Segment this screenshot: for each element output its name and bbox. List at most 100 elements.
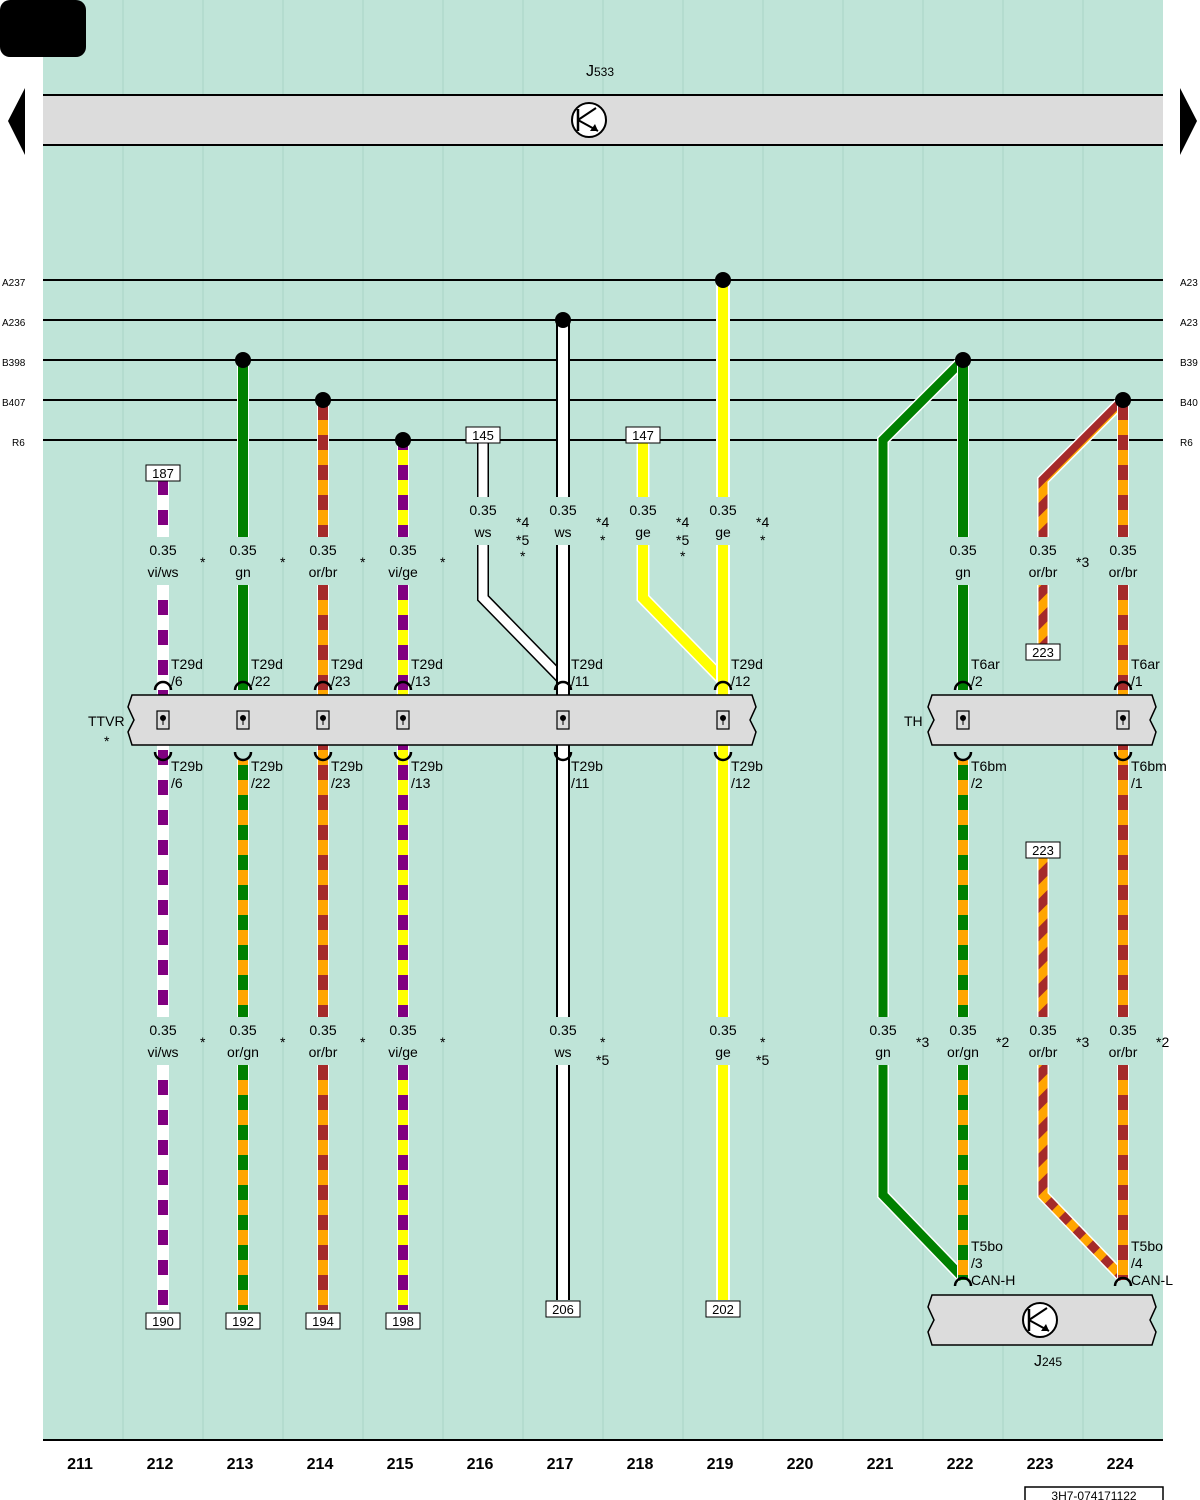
bus-lines <box>43 279 1163 441</box>
svg-text:*5: *5 <box>756 1052 769 1068</box>
svg-text:vi/ws: vi/ws <box>147 1044 178 1060</box>
svg-text:T6bm: T6bm <box>1131 758 1167 774</box>
ref-192: 192 <box>232 1314 254 1329</box>
svg-text:T29b: T29b <box>411 758 443 774</box>
svg-text:/12: /12 <box>731 673 751 689</box>
svg-text:/3: /3 <box>971 1255 983 1271</box>
svg-text:T29b: T29b <box>171 758 203 774</box>
svg-text:vi/ws: vi/ws <box>147 564 178 580</box>
bus-label-right-r6: R6 <box>1180 438 1193 449</box>
svg-text:0.35: 0.35 <box>949 542 976 558</box>
ref-223-top: 223 <box>1032 645 1054 660</box>
svg-text:/2: /2 <box>971 775 983 791</box>
ttvr-label: TTVR <box>88 713 125 729</box>
svg-text:/22: /22 <box>251 775 271 791</box>
bus-labels-left: A237 A236 B398 B407 R6 <box>2 278 26 449</box>
svg-text:*: * <box>200 554 206 570</box>
svg-text:0.35: 0.35 <box>549 502 576 518</box>
svg-text:0.35: 0.35 <box>309 542 336 558</box>
svg-text:/4: /4 <box>1131 1255 1143 1271</box>
junction-dots <box>235 272 1131 448</box>
bus-label-right-b407: B40 <box>1180 398 1198 409</box>
footnote-markers: * * * * *4 *5 * *4 * *4 *5 * *4 * *3 * *… <box>200 514 1169 1068</box>
ref-145: 145 <box>472 428 494 443</box>
svg-text:0.35: 0.35 <box>629 502 656 518</box>
svg-text:*: * <box>760 532 766 548</box>
svg-text:*: * <box>760 1034 766 1050</box>
svg-text:*3: *3 <box>916 1034 929 1050</box>
svg-text:T29b: T29b <box>251 758 283 774</box>
svg-text:0.35: 0.35 <box>469 502 496 518</box>
column-numbers: 211 212 213 214 215 216 217 218 219 220 … <box>67 1456 1133 1473</box>
svg-text:T6ar: T6ar <box>1131 656 1160 672</box>
svg-text:*: * <box>280 554 286 570</box>
ref-223-bottom: 223 <box>1032 843 1054 858</box>
page-tab <box>0 0 86 57</box>
svg-text:CAN-L: CAN-L <box>1131 1272 1173 1288</box>
svg-text:/23: /23 <box>331 775 351 791</box>
svg-text:*4: *4 <box>676 514 689 530</box>
svg-text:0.35: 0.35 <box>949 1022 976 1038</box>
svg-text:*: * <box>600 532 606 548</box>
svg-text:gn: gn <box>875 1044 891 1060</box>
svg-text:/23: /23 <box>331 673 351 689</box>
svg-text:*: * <box>440 1034 446 1050</box>
svg-text:*: * <box>280 1034 286 1050</box>
pin-217 <box>553 680 573 762</box>
col-213: 213 <box>227 1456 254 1473</box>
svg-text:/12: /12 <box>731 775 751 791</box>
svg-text:or/br: or/br <box>1029 564 1058 580</box>
svg-text:/11: /11 <box>571 775 590 791</box>
ref-194: 194 <box>312 1314 334 1329</box>
col-214: 214 <box>307 1456 334 1473</box>
ref-206: 206 <box>552 1302 574 1317</box>
svg-text:0.35: 0.35 <box>389 1022 416 1038</box>
bus-label-right-a236: A23 <box>1180 318 1198 329</box>
svg-text:*4: *4 <box>596 514 609 530</box>
svg-text:CAN-H: CAN-H <box>971 1272 1015 1288</box>
svg-text:0.35: 0.35 <box>869 1022 896 1038</box>
svg-text:*: * <box>520 548 526 564</box>
bus-label-right-a237: A23 <box>1180 278 1198 289</box>
svg-text:T5bo: T5bo <box>971 1238 1003 1254</box>
col-211: 211 <box>67 1456 93 1473</box>
svg-text:ge: ge <box>635 524 651 540</box>
bus-label-right-b398: B39 <box>1180 358 1198 369</box>
svg-text:0.35: 0.35 <box>1109 542 1136 558</box>
bus-label-b407: B407 <box>2 398 26 409</box>
svg-text:*: * <box>360 554 366 570</box>
ref-198: 198 <box>392 1314 414 1329</box>
next-page-arrow-icon[interactable] <box>1180 88 1197 155</box>
col-217: 217 <box>547 1456 574 1473</box>
svg-text:0.35: 0.35 <box>1029 1022 1056 1038</box>
pin-j245-3 <box>953 1276 973 1287</box>
svg-text:0.35: 0.35 <box>709 1022 736 1038</box>
bus-label-a236: A236 <box>2 318 26 329</box>
pin-j245-4 <box>1113 1276 1133 1287</box>
bus-labels-right: A23 A23 B39 B40 R6 <box>1180 278 1198 449</box>
svg-text:0.35: 0.35 <box>1029 542 1056 558</box>
svg-text:*2: *2 <box>1156 1034 1169 1050</box>
col-219: 219 <box>707 1456 734 1473</box>
svg-text:vi/ge: vi/ge <box>388 1044 418 1060</box>
svg-text:T29d: T29d <box>251 656 283 672</box>
col-218: 218 <box>627 1456 654 1473</box>
svg-text:or/br: or/br <box>1109 564 1138 580</box>
col-216: 216 <box>467 1456 494 1473</box>
svg-text:*: * <box>440 554 446 570</box>
svg-text:ge: ge <box>715 524 731 540</box>
doc-number-box <box>1024 1486 1164 1500</box>
pin-214 <box>313 680 333 762</box>
svg-text:/6: /6 <box>171 775 183 791</box>
svg-text:or/br: or/br <box>309 1044 338 1060</box>
pin-224 <box>1113 680 1133 762</box>
col-221: 221 <box>867 1456 894 1473</box>
prev-page-arrow-icon[interactable] <box>8 88 25 155</box>
svg-text:0.35: 0.35 <box>709 502 736 518</box>
svg-text:*2: *2 <box>996 1034 1009 1050</box>
pin-222 <box>953 680 973 762</box>
svg-text:gn: gn <box>955 564 971 580</box>
th-connector <box>927 694 1157 746</box>
